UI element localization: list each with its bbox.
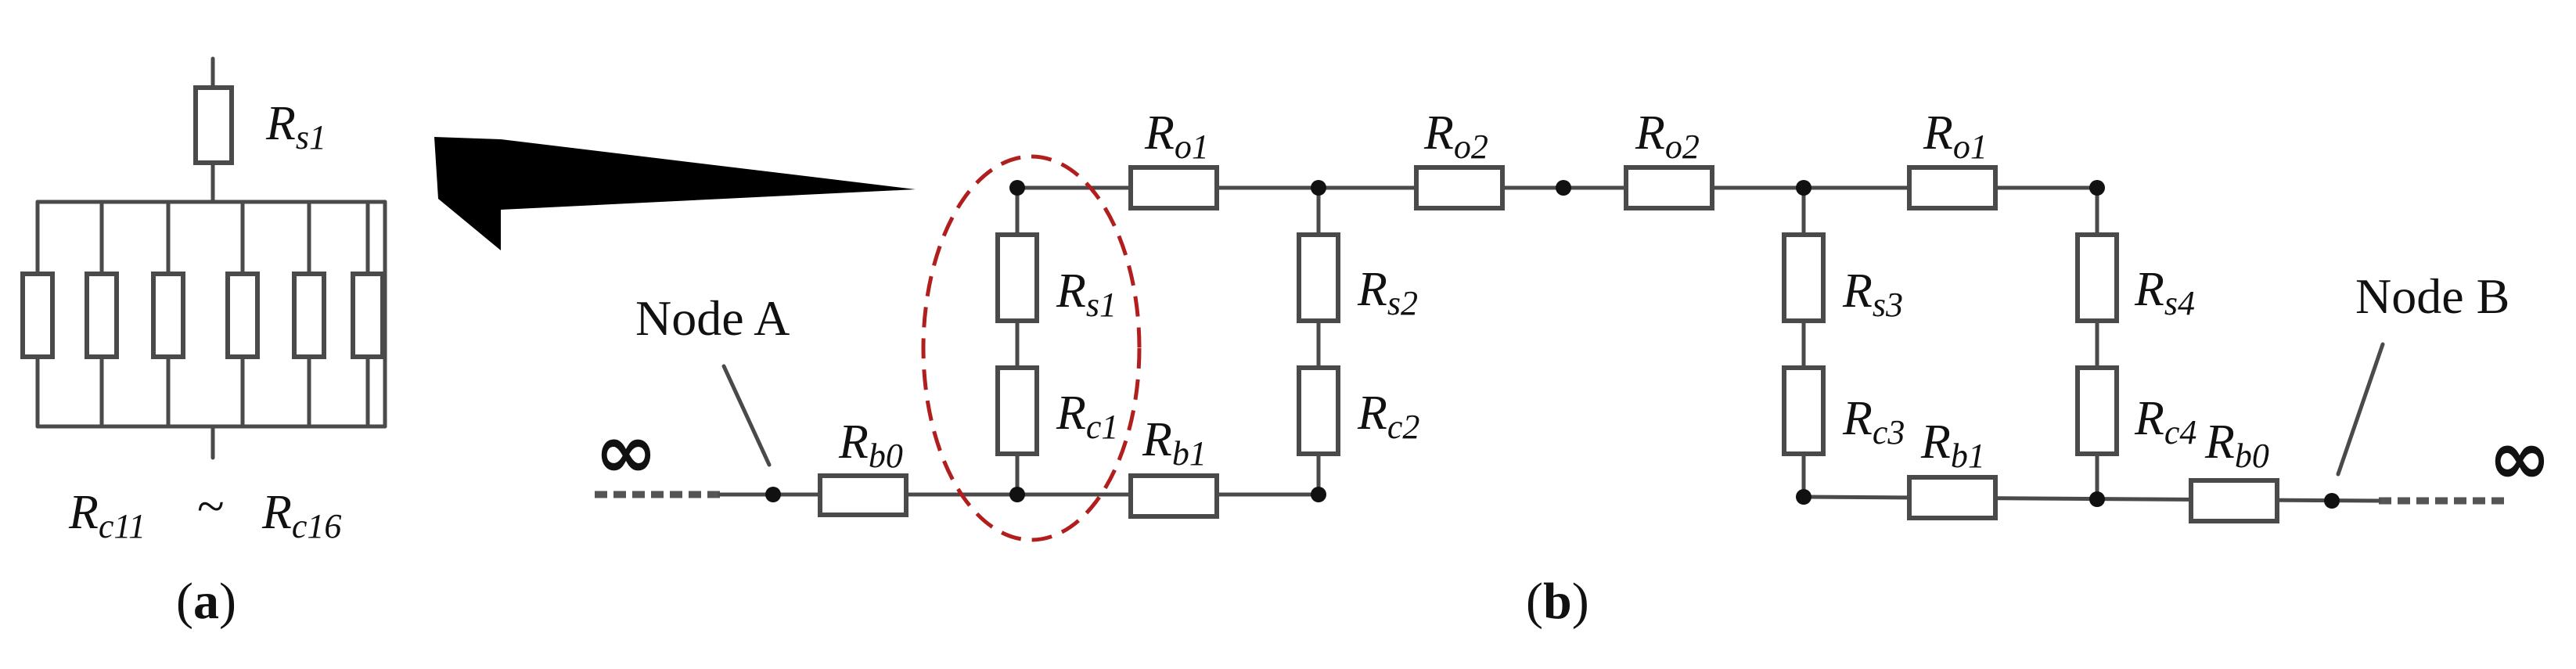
junction-node-a bbox=[765, 487, 781, 502]
junction bbox=[1556, 180, 1571, 196]
label-ro2-right: Ro2 bbox=[1635, 106, 1700, 166]
node-b-pointer bbox=[2336, 342, 2385, 477]
panel-b: ∞ ∞ bbox=[595, 106, 2551, 630]
junction bbox=[1009, 180, 1025, 196]
label-rb0-right: Rb0 bbox=[2204, 415, 2269, 475]
resistor-rb0-left bbox=[818, 473, 908, 517]
node-a-pointer bbox=[721, 364, 772, 467]
resistor-rs1 bbox=[995, 232, 1039, 323]
resistor-ro2-left bbox=[1414, 165, 1505, 210]
junction bbox=[1311, 487, 1326, 502]
resistor-rc3 bbox=[1782, 365, 1826, 456]
highlight-ellipse bbox=[921, 154, 1142, 542]
panel-a-top-resistor bbox=[193, 85, 234, 165]
parallel-branch bbox=[85, 200, 119, 429]
node-a-label: Node A bbox=[635, 290, 790, 346]
label-rs1: Rs1 bbox=[1056, 264, 1117, 324]
panel-a-bottom-right-label: Rc16 bbox=[261, 486, 341, 545]
label-rs4: Rs4 bbox=[2134, 263, 2195, 322]
label-rs2: Rs2 bbox=[1357, 263, 1418, 322]
parallel-branch bbox=[20, 200, 55, 429]
resistor-ro1-left bbox=[1128, 165, 1219, 210]
resistor-rb1-left bbox=[1128, 473, 1219, 519]
label-rb0-left: Rb0 bbox=[838, 415, 903, 475]
junction bbox=[1796, 489, 1811, 505]
junction-node-b bbox=[2324, 493, 2340, 509]
label-ro2-left: Ro2 bbox=[1423, 106, 1488, 166]
resistor-rs2 bbox=[1297, 232, 1340, 323]
label-rs3: Rs3 bbox=[1842, 264, 1903, 324]
resistor-ro1-right bbox=[1907, 165, 1998, 210]
resistor-rb0-right bbox=[2189, 478, 2279, 523]
node-b-label: Node B bbox=[2355, 268, 2509, 324]
panel-a-top-label: Rs1 bbox=[265, 97, 326, 156]
resistor-ro2-right bbox=[1624, 165, 1714, 210]
resistor-rs4 bbox=[2075, 232, 2119, 323]
label-rc3: Rc3 bbox=[1842, 392, 1905, 451]
parallel-branch bbox=[351, 200, 385, 429]
label-rc1: Rc1 bbox=[1056, 387, 1118, 446]
label-rb1-right: Rb1 bbox=[1920, 415, 1985, 475]
infinity-right: ∞ bbox=[2488, 414, 2551, 502]
junction bbox=[1796, 180, 1811, 196]
label-rc2: Rc2 bbox=[1357, 387, 1419, 446]
resistor-rc1 bbox=[995, 365, 1039, 456]
resistor-rc4 bbox=[2075, 365, 2119, 456]
panel-a-range-symbol: ~ bbox=[197, 478, 225, 534]
parallel-branch bbox=[292, 200, 326, 429]
panel-a: Rs1 Rc11 ~ Rc16 (a) bbox=[20, 56, 387, 630]
resistor-rs3 bbox=[1782, 232, 1826, 323]
junction bbox=[2089, 491, 2105, 507]
label-rb1-left: Rb1 bbox=[1142, 413, 1207, 473]
parallel-branch bbox=[225, 200, 260, 429]
panel-a-bottom-left-label: Rc11 bbox=[68, 486, 146, 545]
panel-b-caption: (b) bbox=[1526, 573, 1589, 630]
parallel-branch bbox=[151, 200, 185, 429]
label-ro1-right: Ro1 bbox=[1923, 106, 1988, 166]
junction bbox=[1009, 487, 1025, 502]
label-rc4: Rc4 bbox=[2134, 392, 2196, 451]
infinity-left: ∞ bbox=[595, 408, 657, 495]
resistor-rb1-right bbox=[1907, 475, 1998, 520]
label-ro1-left: Ro1 bbox=[1144, 106, 1209, 166]
expand-arrow bbox=[434, 137, 916, 250]
junction bbox=[1311, 180, 1326, 196]
junction bbox=[2089, 180, 2105, 196]
panel-a-caption: (a) bbox=[176, 573, 236, 630]
resistor-rc2 bbox=[1297, 365, 1340, 456]
